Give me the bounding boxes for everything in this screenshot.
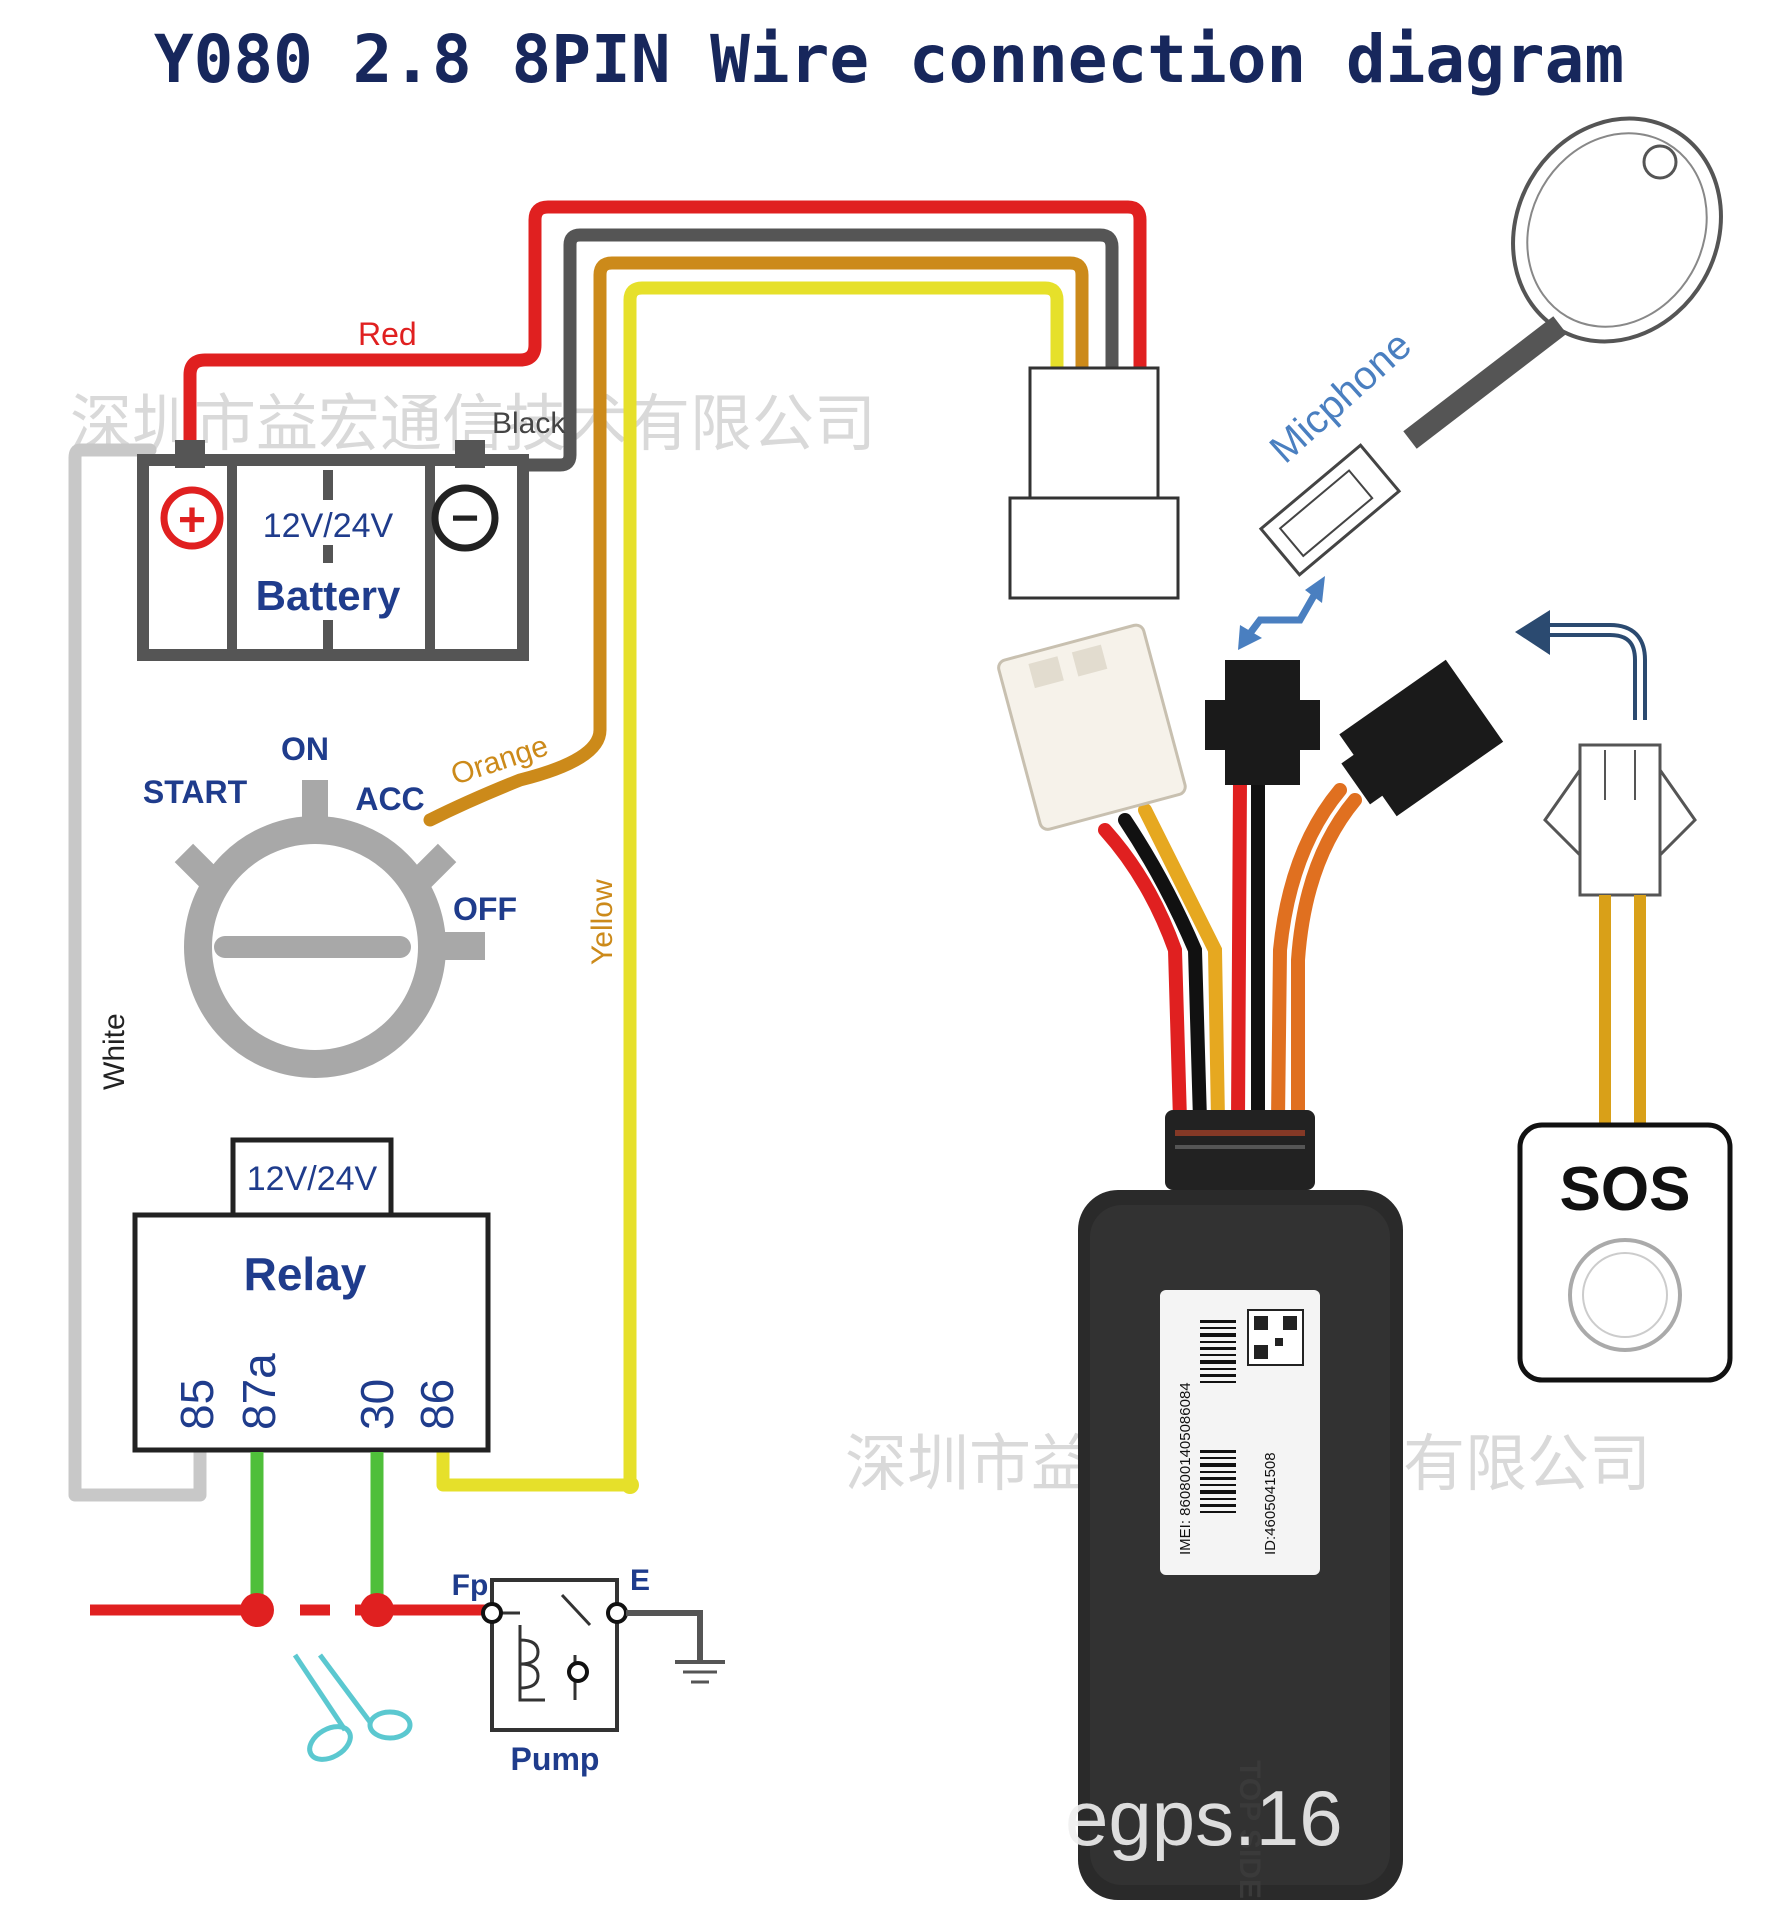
device-id: ID:4605041508	[1262, 1452, 1279, 1555]
watermark-site: egps.16	[1065, 1774, 1343, 1862]
relay-pin-85: 85	[171, 1379, 223, 1430]
battery: + − 12V/24V Battery	[137, 440, 529, 661]
relay-voltage: 12V/24V	[247, 1160, 378, 1198]
white-plug	[997, 623, 1187, 831]
red-wire-label: Red	[358, 316, 417, 352]
sos-socket	[1339, 659, 1504, 817]
cut-point-1	[240, 1593, 274, 1627]
yellow-junction-dot	[621, 1476, 639, 1494]
mic-socket	[1205, 660, 1320, 785]
svg-text:+: +	[178, 494, 206, 547]
yellow-wire	[436, 281, 1064, 1492]
ignition-switch: ON START ACC OFF	[143, 731, 517, 1078]
orange-wire	[423, 256, 1089, 827]
relay-green-wires	[250, 1452, 384, 1605]
pump: Fp E Pump	[452, 1564, 650, 1777]
battery-plus-icon	[160, 486, 224, 550]
gps-device: IMEI: 8608001405086084 ID:4605041508 TOP…	[1078, 1110, 1403, 1900]
ignition-start-label: START	[143, 774, 248, 810]
pump-fp-label: Fp	[452, 1569, 489, 1602]
battery-voltage: 12V/24V	[263, 507, 394, 545]
mic-connect-arrow	[1242, 583, 1324, 643]
relay-pin-86: 86	[411, 1379, 463, 1430]
black-wire-label: Black	[492, 407, 566, 440]
sos-button: SOS	[1517, 1122, 1733, 1383]
sos-wires	[1599, 895, 1646, 1125]
device-top-side: TOP SIDE	[1233, 1760, 1266, 1899]
white-wire-label: White	[98, 1013, 131, 1090]
scissors-icon	[292, 1653, 413, 1762]
ground-icon	[626, 1610, 725, 1684]
barcode-icon	[1200, 1320, 1236, 1513]
relay: 12V/24V Relay 85 87a 30 86	[132, 1137, 491, 1453]
device-harness	[1098, 773, 1362, 1127]
white-wire	[68, 443, 207, 1502]
power-connector	[1008, 366, 1180, 600]
sos-plug	[1543, 743, 1697, 897]
sos-label: SOS	[1560, 1155, 1691, 1224]
svg-text:−: −	[451, 492, 479, 545]
diagram-title: Y080 2.8 8PIN Wire connection diagram	[154, 21, 1624, 98]
black-wire	[478, 228, 1119, 472]
relay-name: Relay	[244, 1248, 367, 1300]
red-wire	[183, 200, 1147, 477]
microphone-label: Micphone	[1262, 323, 1420, 472]
ignition-off-label: OFF	[453, 891, 517, 927]
battery-name: Battery	[256, 572, 401, 619]
battery-minus-icon	[431, 484, 499, 552]
yellow-wire-label: Yellow	[586, 879, 619, 965]
relay-pin-87a: 87a	[233, 1353, 285, 1430]
pump-name: Pump	[511, 1741, 600, 1777]
microphone: Micphone	[1258, 116, 1723, 577]
sos-connect-arrow	[1545, 623, 1647, 720]
relay-pin-30: 30	[351, 1379, 403, 1430]
pump-e-label: E	[630, 1564, 650, 1597]
cut-point-2	[360, 1593, 394, 1627]
ignition-acc-label: ACC	[355, 781, 424, 817]
ignition-on-label: ON	[281, 731, 329, 767]
device-imei: IMEI: 8608001405086084	[1177, 1382, 1194, 1555]
